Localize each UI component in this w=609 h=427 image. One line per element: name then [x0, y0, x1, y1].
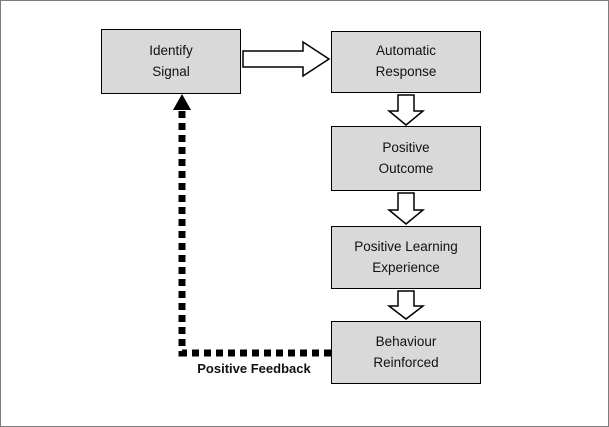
node-identify-signal: Identify Signal: [101, 29, 241, 94]
block-arrow-down-icon-2: [386, 192, 426, 225]
feedback-dashed-line: [178, 107, 331, 357]
feedback-label: Positive Feedback: [197, 361, 311, 376]
node-behaviour-reinforced: Behaviour Reinforced: [331, 321, 481, 384]
block-arrow-down-icon-1: [386, 94, 426, 126]
node-positive-learning-experience: Positive Learning Experience: [331, 226, 481, 289]
feedback-arrowhead-up-icon: [173, 94, 191, 110]
node-positive-outcome: Positive Outcome: [331, 126, 481, 191]
node-automatic-response: Automatic Response: [331, 31, 481, 93]
block-arrow-right-icon: [242, 40, 331, 78]
block-arrow-down-icon-3: [386, 290, 426, 320]
